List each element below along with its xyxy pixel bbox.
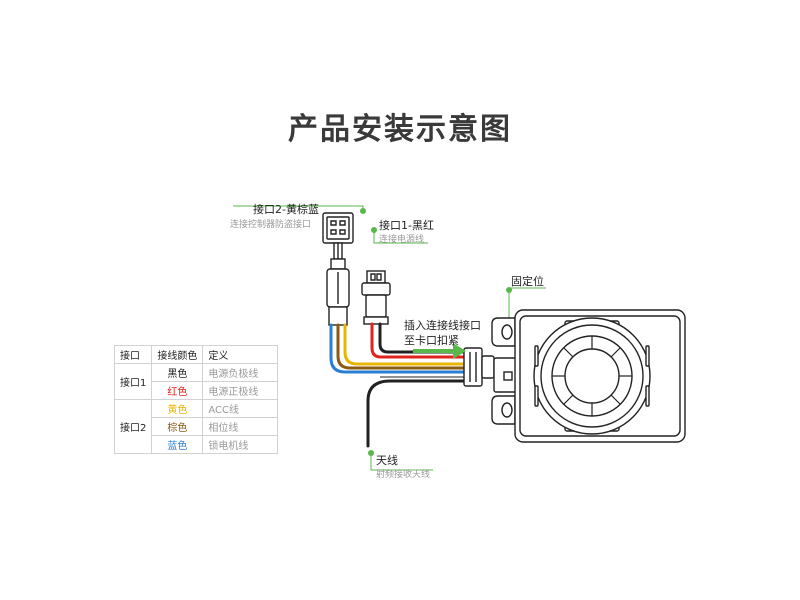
- wiring-legend-table: 接口 接线颜色 定义 接口1 黑色 电源负极线 红色 电源正极线 接口2 黄色 …: [113, 345, 279, 454]
- legend-color-cell: 棕色: [151, 417, 204, 436]
- legend-port-cell: 接口2: [113, 399, 153, 454]
- antenna-label: 天线: [376, 454, 398, 467]
- wire-brown: [336, 323, 466, 370]
- legend-color-cell: 蓝色: [151, 435, 204, 454]
- port2-desc: 连接控制器防盗接口: [230, 220, 312, 230]
- port2-connector: [322, 212, 354, 326]
- legend-definition-cell: ACC线: [202, 399, 279, 418]
- legend-header-definition: 定义: [202, 345, 279, 364]
- legend-color-cell: 黑色: [151, 363, 204, 382]
- page-title: 产品安装示意图: [288, 112, 512, 147]
- wire-antenna: [366, 379, 466, 448]
- legend-definition-cell: 相位线: [202, 417, 279, 436]
- callout-leaders: [233, 205, 546, 471]
- wire-blue: [329, 323, 466, 374]
- insert-line1: 插入连接线接口: [404, 319, 481, 332]
- legend-row: 蓝色 锁电机线: [115, 435, 279, 454]
- antenna-leader: [370, 454, 433, 471]
- port1-desc: 连接电源线: [379, 235, 425, 245]
- legend-color-cell: 黄色: [151, 399, 204, 418]
- antenna-desc: 射频接收天线: [376, 470, 431, 480]
- wire-red: [370, 322, 466, 359]
- legend-header-row: 接口 接线颜色 定义: [113, 345, 279, 364]
- legend-row: 棕色 相位线: [115, 417, 279, 436]
- legend-definition-cell: 锁电机线: [202, 435, 279, 454]
- port2-callout: 接口2-黄棕蓝: [253, 202, 319, 217]
- legend-row: 接口1 黑色 电源负极线: [113, 363, 279, 400]
- legend-color-cell: 红色: [151, 381, 204, 400]
- legend-row: 接口2 黄色 ACC线: [113, 399, 279, 454]
- legend-definition-cell: 电源正极线: [202, 381, 279, 400]
- legend-definition-cell: 电源负极线: [202, 363, 279, 382]
- legend-header-color: 接线颜色: [151, 345, 204, 364]
- legend-port-cell: 接口1: [113, 363, 153, 400]
- insert-callout: 插入连接线接口 至卡口扣紧: [404, 318, 481, 348]
- legend-header-port: 接口: [113, 345, 153, 364]
- insert-line2: 至卡口扣紧: [404, 334, 459, 347]
- port1-callout: 接口1-黑红 连接电源线: [379, 218, 434, 248]
- port1-connector: [361, 270, 391, 325]
- insert-arrow: [413, 343, 466, 359]
- inline-plug: [463, 347, 495, 387]
- wire-black: [378, 322, 466, 354]
- mount-callout: 固定位: [511, 274, 544, 289]
- antenna-callout: 天线 射频接收天线: [376, 453, 430, 483]
- port1-label: 接口1-黑红: [379, 219, 434, 232]
- port2-desc-callout: 连接控制器防盗接口: [230, 218, 311, 233]
- wires: [329, 322, 466, 448]
- alarm-unit: [491, 309, 686, 443]
- wire-yellow: [343, 323, 466, 366]
- mount-label: 固定位: [511, 275, 544, 288]
- port2-label: 接口2-黄棕蓝: [253, 203, 319, 216]
- port1-leader: [373, 231, 428, 244]
